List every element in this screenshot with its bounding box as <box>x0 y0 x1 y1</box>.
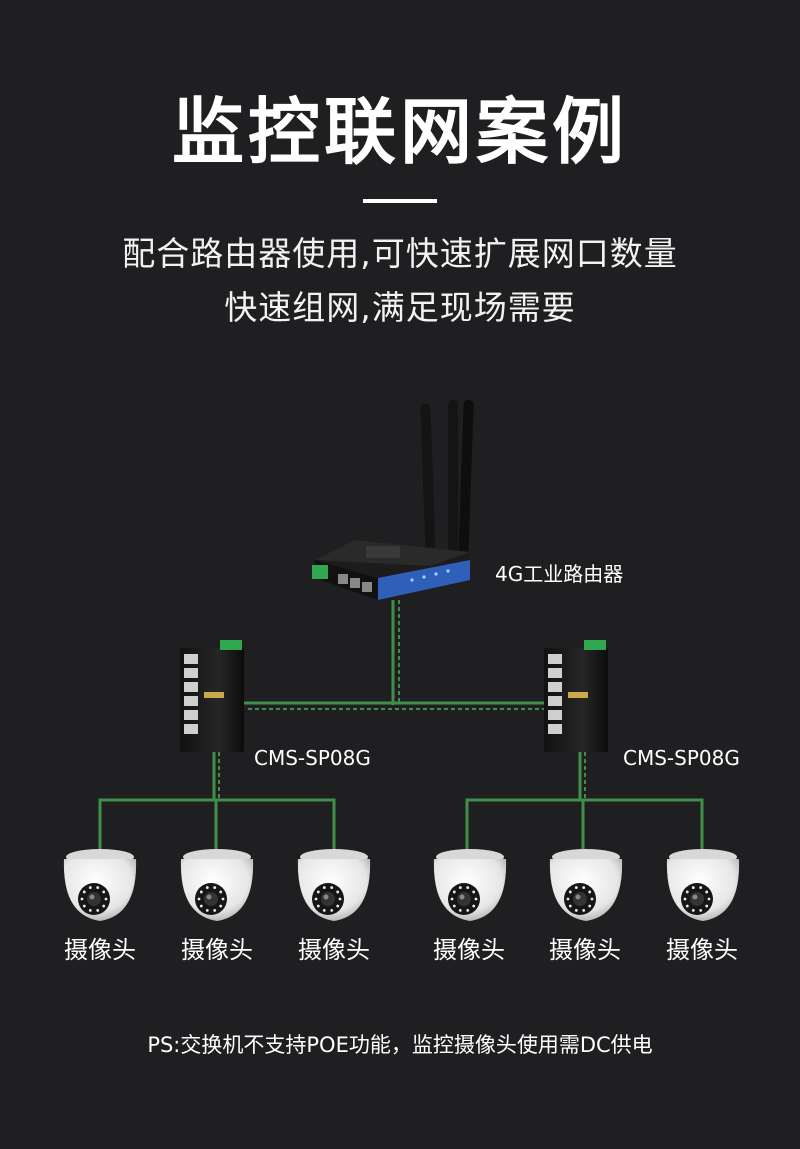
camera-label-6: 摄像头 <box>666 936 738 964</box>
camera-label-1: 摄像头 <box>64 936 136 964</box>
camera-icon <box>549 849 623 921</box>
camera-icon <box>180 849 254 921</box>
camera-label-2: 摄像头 <box>181 936 253 964</box>
switch-right-icon <box>544 640 608 752</box>
router-icon <box>312 400 474 600</box>
switch-right-label: CMS-SP08G <box>623 746 740 770</box>
camera-icon <box>433 849 507 921</box>
title-divider <box>363 199 437 203</box>
switch-left-icon <box>180 640 244 752</box>
camera-icon <box>666 849 740 921</box>
subtitle-line-1: 配合路由器使用,可快速扩展网口数量 <box>122 234 678 273</box>
router-label: 4G工业路由器 <box>495 562 624 586</box>
switch-left-label: CMS-SP08G <box>254 746 371 770</box>
camera-label-5: 摄像头 <box>549 936 621 964</box>
camera-label-4: 摄像头 <box>433 936 505 964</box>
camera-icon <box>297 849 371 921</box>
page-title: 监控联网案例 <box>171 90 628 174</box>
footnote: PS:交换机不支持POE功能，监控摄像头使用需DC供电 <box>147 1033 653 1057</box>
camera-label-3: 摄像头 <box>298 936 370 964</box>
subtitle-line-2: 快速组网,满足现场需要 <box>224 288 576 327</box>
camera-icon <box>63 849 137 921</box>
network-links <box>98 600 704 850</box>
